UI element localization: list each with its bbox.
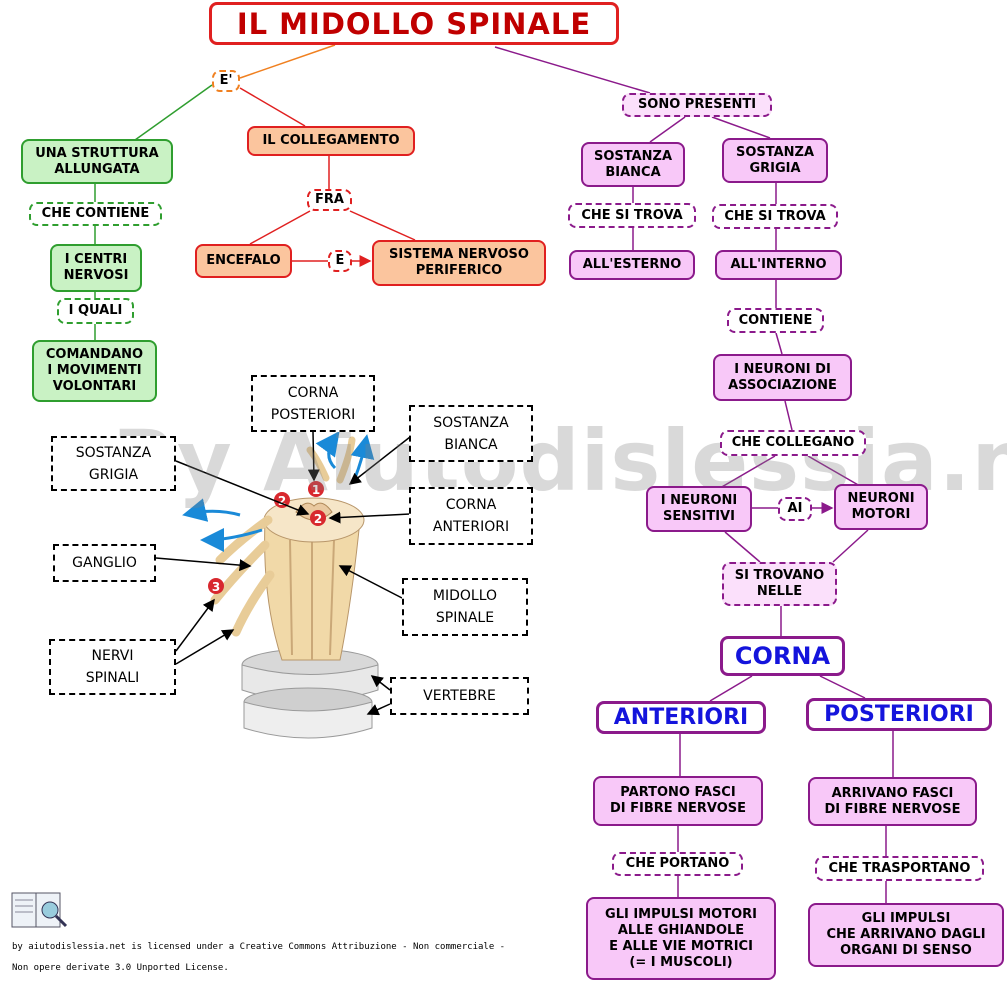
node-ai: AI (778, 497, 812, 521)
label-midollo-spinale: MIDOLLO SPINALE (402, 578, 528, 636)
marker-3 (208, 578, 224, 594)
node-e: E (328, 250, 352, 272)
spinal-cord-illustration: 1 2 2 3 (182, 431, 379, 739)
page-title: IL MIDOLLO SPINALE (209, 2, 619, 45)
marker-2b (274, 492, 290, 508)
node-sostanza-grigia: SOSTANZA GRIGIA (722, 138, 828, 183)
node-collegamento: IL COLLEGAMENTO (247, 126, 415, 156)
marker-2b-label: 2 (278, 494, 286, 508)
node-sostanza-bianca: SOSTANZA BIANCA (581, 142, 685, 187)
node-neuroni-associazione: I NEURONI DI ASSOCIAZIONE (713, 354, 852, 401)
marker-2a (310, 510, 326, 526)
label-vertebre: VERTEBRE (390, 677, 529, 715)
node-che-contiene: CHE CONTIENE (29, 202, 162, 226)
node-neuroni-sensitivi: I NEURONI SENSITIVI (646, 486, 752, 532)
license-line-2: Non opere derivate 3.0 Unported License. (12, 963, 229, 973)
label-sostanza-bianca: SOSTANZA BIANCA (409, 405, 533, 462)
label-sostanza-grigia: SOSTANZA GRIGIA (51, 436, 176, 491)
node-contiene: CONTIENE (727, 308, 824, 333)
node-posteriori: POSTERIORI (806, 698, 992, 731)
e-connector: E' (212, 70, 240, 92)
node-sistema-periferico: SISTEMA NERVOSO PERIFERICO (372, 240, 546, 286)
label-ganglio: GANGLIO (53, 544, 156, 582)
marker-1 (308, 481, 324, 497)
node-neuroni-motori: NEURONI MOTORI (834, 484, 928, 530)
node-struttura: UNA STRUTTURA ALLUNGATA (21, 139, 173, 184)
license-line-1: by aiutodislessia.net is licensed under … (12, 942, 506, 952)
node-esterno: ALL'ESTERNO (569, 250, 695, 280)
node-che-portano: CHE PORTANO (612, 852, 743, 876)
label-corna-posteriori: CORNA POSTERIORI (251, 375, 375, 432)
label-nervi-spinali: NERVI SPINALI (49, 639, 176, 695)
node-si-trovano: SI TROVANO NELLE (722, 562, 837, 606)
node-impulsi-motori: GLI IMPULSI MOTORI ALLE GHIANDOLE E ALLE… (586, 897, 776, 980)
node-centri-nervosi: I CENTRI NERVOSI (50, 244, 142, 292)
node-interno: ALL'INTERNO (715, 250, 842, 280)
marker-1-label: 1 (312, 483, 320, 497)
node-che-collegano: CHE COLLEGANO (720, 430, 866, 456)
marker-2a-label: 2 (314, 512, 322, 526)
node-corna: CORNA (720, 636, 845, 676)
node-impulsi-senso: GLI IMPULSI CHE ARRIVANO DAGLI ORGANI DI… (808, 903, 1004, 967)
node-comandano: COMANDANO I MOVIMENTI VOLONTARI (32, 340, 157, 402)
node-partono: PARTONO FASCI DI FIBRE NERVOSE (593, 776, 763, 826)
node-che-trasportano: CHE TRASPORTANO (815, 856, 984, 881)
label-corna-anteriori: CORNA ANTERIORI (409, 487, 533, 545)
marker-3-label: 3 (212, 580, 220, 594)
node-che-si-trova-2: CHE SI TROVA (712, 204, 838, 229)
node-sono-presenti: SONO PRESENTI (622, 93, 772, 117)
book-icon (11, 892, 68, 928)
node-arrivano: ARRIVANO FASCI DI FIBRE NERVOSE (808, 777, 977, 826)
node-anteriori: ANTERIORI (596, 701, 766, 734)
node-i-quali: I QUALI (57, 298, 134, 324)
node-che-si-trova-1: CHE SI TROVA (568, 203, 696, 228)
node-fra: FRA (307, 189, 352, 211)
node-encefalo: ENCEFALO (195, 244, 292, 278)
